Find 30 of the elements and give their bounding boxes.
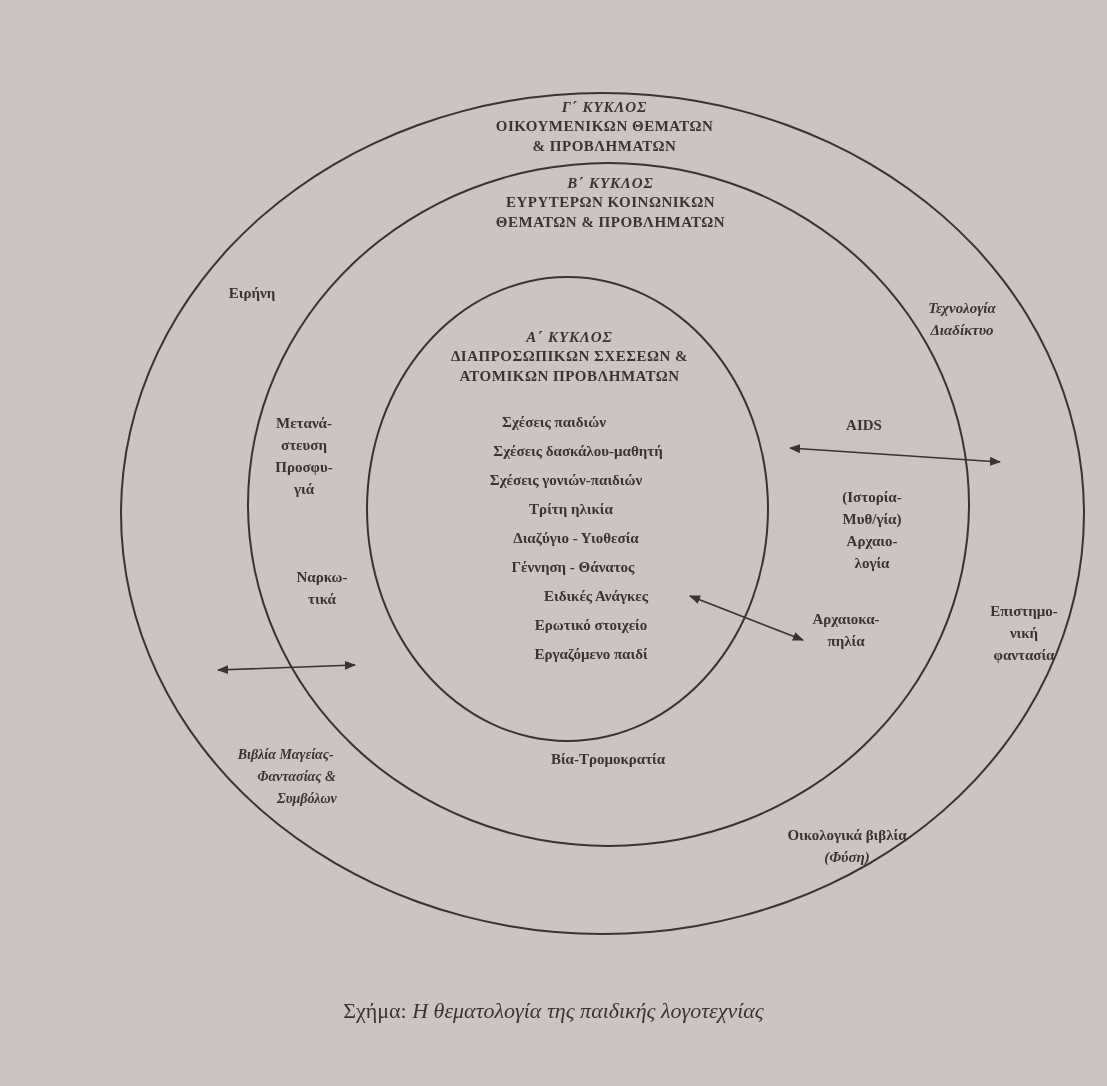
topic-label: Γέννηση - Θάνατος (473, 556, 673, 578)
topic-label: Εργαζόμενο παιδί (501, 643, 681, 665)
topic-label: Τεχνολογία Διαδίκτυο (907, 297, 1017, 341)
circle-outline (120, 92, 1085, 935)
topic-label: AIDS (834, 414, 894, 436)
topic-label: Σχέσεις δασκάλου-μαθητή (468, 440, 688, 462)
topic-label: Επιστημο-νική φαντασία (979, 600, 1069, 666)
topic-label: Οικολογικά βιβλία (Φύση) (774, 824, 920, 868)
double-arrow (688, 595, 805, 641)
topic-label: Βιβλία Μαγείας-Φαντασίας & Συμβόλων (217, 744, 367, 810)
topic-label: Ειδικές Ανάγκες (506, 585, 686, 607)
circle-title: ΔΙΑΠΡΟΣΩΠΙΚΩΝ ΣΧΕΣΕΩΝ & ΑΤΟΜΙΚΩΝ ΠΡΟΒΛΗΜΑΤΩΝ (449, 347, 690, 386)
topic-label: Ειρήνη (212, 282, 292, 304)
topic-label: Τρίτη ηλικία (471, 498, 671, 520)
circle-title: ΟΙΚΟΥΜΕΝΙΚΩΝ ΘΕΜΑΤΩΝ & ΠΡΟΒΛΗΜΑΤΩΝ (494, 117, 715, 156)
topic-label: Βία-Τρομοκρατία (523, 748, 693, 770)
circle-heading: Α΄ ΚΥΚΛΟΣ (526, 328, 613, 346)
circle-outline (366, 276, 769, 742)
topic-label: Ναρκω-τικά (291, 566, 353, 610)
topic-label: Μετανά-στευση Προσφυ-γιά (269, 412, 339, 500)
topic-label: (Ιστορία-Μυθ/γία) Αρχαιο-λογία (831, 486, 913, 574)
topic-label: Ερωτικό στοιχείο (501, 614, 681, 636)
topic-label: Διαζύγιο - Υιοθεσία (476, 527, 676, 549)
figure-caption: Σχήμα: Η θεματολογία της παιδικής λογοτεχνίας (342, 997, 765, 1025)
circle-title: ΕΥΡΥΤΕΡΩΝ ΚΟΙΝΩΝΙΚΩΝ ΘΕΜΑΤΩΝ & ΠΡΟΒΛΗΜΑΤΩΝ (494, 193, 727, 232)
circle-heading: Β΄ ΚΥΚΛΟΣ (567, 174, 654, 192)
topic-label: Αρχαιοκα-πηλία (805, 608, 887, 652)
topic-label: Σχέσεις παιδιών (454, 411, 654, 433)
topic-label: Σχέσεις γονιών-παιδιών (456, 469, 676, 491)
circle-heading: Γ΄ ΚΥΚΛΟΣ (561, 98, 648, 116)
